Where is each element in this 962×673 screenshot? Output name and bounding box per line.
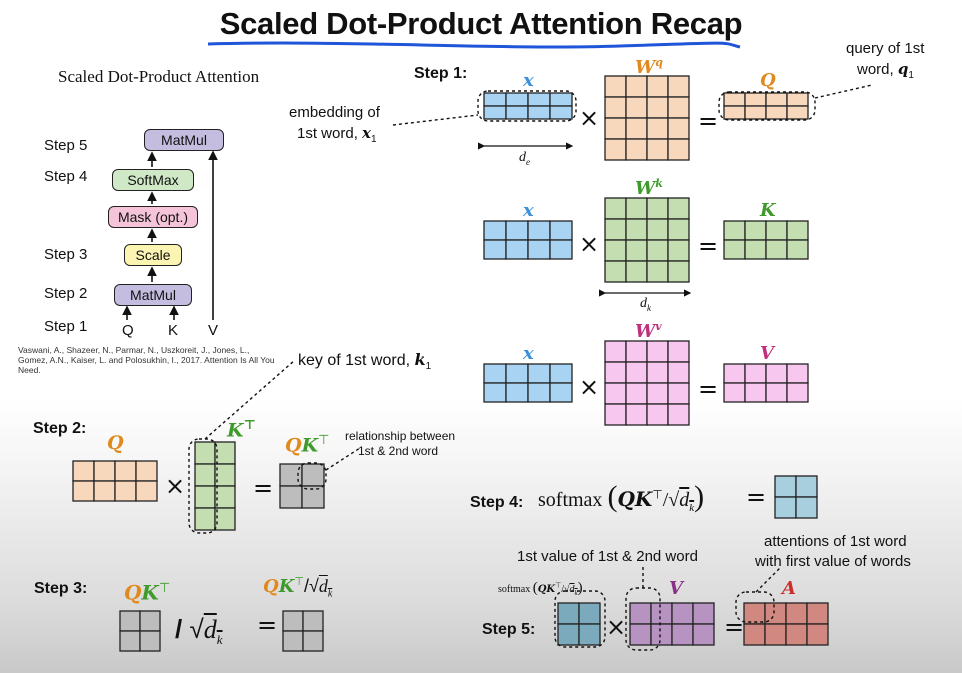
x-matrix-3 [483,363,573,403]
wv-matrix [604,340,690,426]
de-label: de [519,150,530,167]
wk-label: Wk [635,177,663,199]
step2-q-label: Q [107,432,124,454]
step3-qkt-label: QK⊤ [124,580,171,605]
step5-a-label: A [782,578,796,599]
v-label: V [760,343,774,364]
query-note-2: word, q1 [857,60,914,81]
step5-softmax-label: softmax (QK⊤/√dk) [498,580,583,597]
times-1: × [579,104,600,132]
step5-times: × [606,613,627,641]
step2-kt-matrix [194,441,236,531]
attn-note-2: with first value of words [755,553,911,570]
input-v: V [208,322,219,339]
times-3: × [579,373,600,401]
x-matrix-2 [483,220,573,260]
x-matrix-1 [483,92,573,120]
step4-equals: = [746,483,767,511]
step2-kt-label: K⊤ [227,418,256,442]
matmul-top-box: MatMul [144,129,224,151]
equals-1: = [698,107,719,135]
step3-result-matrix [282,610,324,652]
q-label: Q [760,70,776,91]
page-title: Scaled Dot-Product Attention Recap [219,6,743,41]
x-label-1: x [523,70,534,91]
wk-matrix [604,197,690,283]
query-note-1: query of 1st [846,40,925,57]
step5-equals: = [724,613,745,641]
step2-qkt-label: QK⊤ [285,432,330,457]
input-k: K [168,322,179,339]
step2-times: × [165,472,186,500]
k-label: K [760,200,776,221]
step3-label: Step 3: [34,580,88,597]
step4-result-matrix [774,475,818,519]
matmul-bottom-box: MatMul [114,284,192,306]
step5-softmax-matrix [557,602,601,646]
embedding-note-2: 1st word, x1 [297,124,377,145]
value-note: 1st value of 1st & 2nd word [517,548,698,565]
input-q: Q [122,322,134,339]
step2-qkt-matrix [279,463,325,509]
step4-label: Step 4: [470,494,524,511]
step5-label: Step 5: [482,621,536,638]
x-label-3: x [523,343,534,364]
embedding-note-1: embedding of [289,104,380,121]
softmax-box: SoftMax [112,169,194,191]
step5-a-matrix [743,602,829,646]
step3-divide: / √dk [175,614,223,648]
times-2: × [579,230,600,258]
step3-equals: = [257,611,278,639]
wv-label: Wv [635,320,662,342]
arch-step-2: Step 2 [44,285,88,302]
step2-q-matrix [72,460,158,502]
arch-caption: Scaled Dot-Product Attention [58,67,260,86]
x-label-2: x [523,200,534,221]
mask-box: Mask (opt.) [108,206,198,228]
arch-step-5: Step 5 [44,137,88,154]
step3-qkt-matrix [119,610,161,652]
key-note: key of 1st word, k1 [298,350,432,373]
equals-2: = [698,232,719,260]
step4-formula: softmax (QK⊤/√dk) [538,480,705,514]
equals-3: = [698,375,719,403]
step5-v-label: V [669,578,683,599]
rel-note-1: relationship between [345,429,456,443]
v-matrix [723,363,809,403]
wq-matrix [604,75,690,161]
arch-step-4: Step 4 [44,168,88,185]
k-matrix [723,220,809,260]
wq-label: Wq [635,56,663,78]
dk-label: dk [640,296,651,313]
citation: Vaswani, A., Shazeer, N., Parmar, N., Us… [18,345,275,375]
step2-equals: = [253,474,274,502]
q-matrix [723,92,809,120]
rel-note-2: 1st & 2nd word [358,444,439,458]
arch-step-1: Step 1 [44,318,88,335]
step2-label: Step 2: [33,420,87,437]
step1-label: Step 1: [414,65,468,82]
attn-note-1: attentions of 1st word [764,533,907,550]
step3-result-label: QK⊤/√dk [263,576,333,600]
step5-v-matrix [629,602,715,646]
arch-step-3: Step 3 [44,246,88,263]
scale-box: Scale [124,244,182,266]
